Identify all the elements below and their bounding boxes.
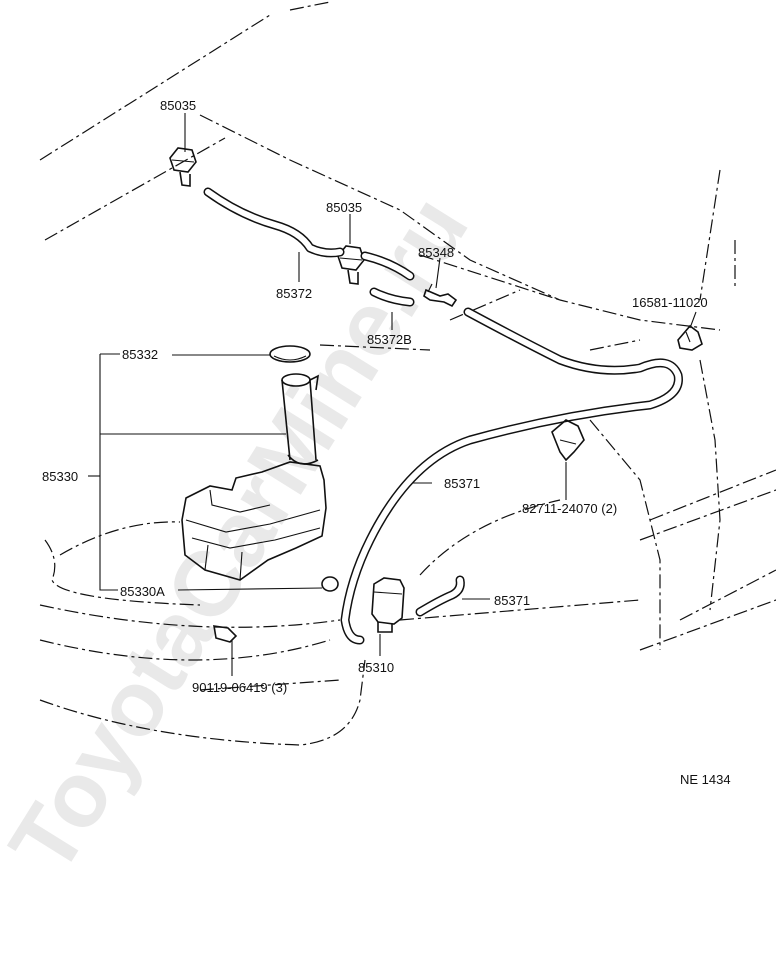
hose-joint-icon [423, 283, 458, 308]
body-phantom-lines [39, 1, 776, 746]
label-16581-11020: 16581-11020 [632, 295, 708, 310]
label-85332: 85332 [122, 347, 158, 362]
hose-85371-short-icon [415, 575, 465, 617]
part-labels: 85035 85035 85348 85372 85372B 16581-110… [42, 98, 731, 787]
bolt-icon [213, 625, 238, 643]
label-85330: 85330 [42, 469, 78, 484]
label-90119-06419: 90119-06419 (3) [192, 680, 287, 695]
washer-nozzle-left-icon [169, 147, 197, 187]
hose-85371-long-icon [340, 307, 683, 645]
label-82711-24070: 82711-24070 (2) [522, 501, 617, 516]
leader-lines [88, 113, 697, 676]
label-85330A: 85330A [120, 584, 165, 599]
label-85371-a: 85371 [444, 476, 480, 491]
washer-tank-icon [181, 373, 327, 581]
label-85372: 85372 [276, 286, 312, 301]
tank-cap-icon [269, 345, 311, 363]
watermark-text: ToyotaCarMine.ru [0, 179, 488, 891]
label-85348: 85348 [418, 245, 454, 260]
clamp-82711-icon [551, 419, 585, 462]
clamp-16581-icon [677, 324, 703, 351]
grommet-icon [321, 576, 339, 592]
label-85035-mid: 85035 [326, 200, 362, 215]
label-85035-top: 85035 [160, 98, 196, 113]
hose-mid-icon [360, 251, 415, 281]
hose-85372B-icon [369, 287, 415, 307]
label-85372B: 85372B [367, 332, 412, 347]
label-85310: 85310 [358, 660, 394, 675]
washer-pump-icon [371, 577, 405, 633]
hose-85372-icon [203, 187, 345, 258]
label-85371-b: 85371 [494, 593, 530, 608]
figure-code: NE 1434 [680, 772, 731, 787]
